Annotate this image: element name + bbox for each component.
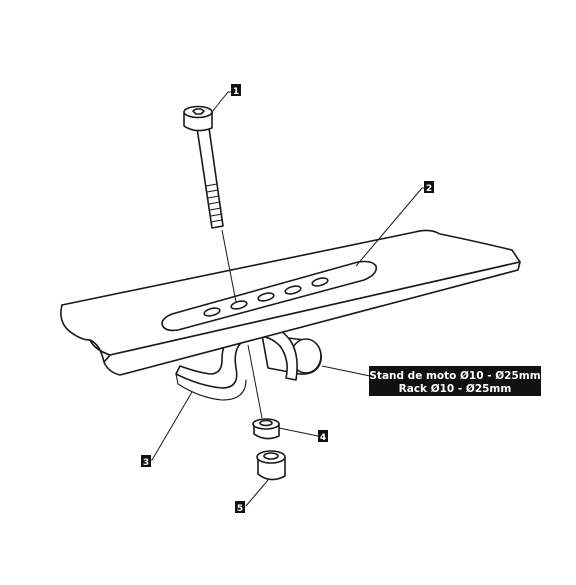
slot-hole-5 <box>311 277 329 287</box>
rail-front-face <box>103 261 521 376</box>
leader-5 <box>245 479 269 507</box>
slot-hole-3 <box>257 292 275 302</box>
bolt-shank <box>196 127 224 229</box>
slot-hole-1 <box>203 307 221 317</box>
callout-3: 3 <box>141 455 151 468</box>
leader-1 <box>211 91 232 113</box>
leader-spec <box>321 365 371 377</box>
spec-line-1: Stand de moto Ø10 - Ø25mm <box>369 370 540 382</box>
bolt-thread <box>205 183 223 223</box>
flanged-nut <box>252 418 280 440</box>
callout-4-text: 4 <box>320 433 326 443</box>
leader-3 <box>150 391 193 461</box>
bolt-hex-socket <box>192 108 205 115</box>
assembly-axis <box>221 229 237 303</box>
callout-1: 1 <box>231 84 241 97</box>
slot-hole-2 <box>230 300 248 310</box>
rail-left-edge <box>60 304 111 363</box>
rail-plate <box>60 229 521 376</box>
callout-3-text: 3 <box>143 458 149 468</box>
callout-5-text: 5 <box>237 504 243 514</box>
callout-2-text: 2 <box>426 184 432 194</box>
callout-4: 4 <box>318 430 328 443</box>
assembly-axis-lower <box>247 344 263 419</box>
callout-5: 5 <box>235 501 245 514</box>
spec-line-2: Rack Ø10 - Ø25mm <box>399 383 512 395</box>
socket-head-bolt <box>183 105 224 229</box>
leader-2 <box>355 187 424 267</box>
callout-2: 2 <box>424 181 434 194</box>
leader-4 <box>278 427 319 437</box>
spec-label: Stand de moto Ø10 - Ø25mm Rack Ø10 - Ø25… <box>369 366 541 396</box>
slot-hole-4 <box>284 285 302 295</box>
callout-1-text: 1 <box>233 87 239 97</box>
bushing-sleeve <box>256 450 286 481</box>
